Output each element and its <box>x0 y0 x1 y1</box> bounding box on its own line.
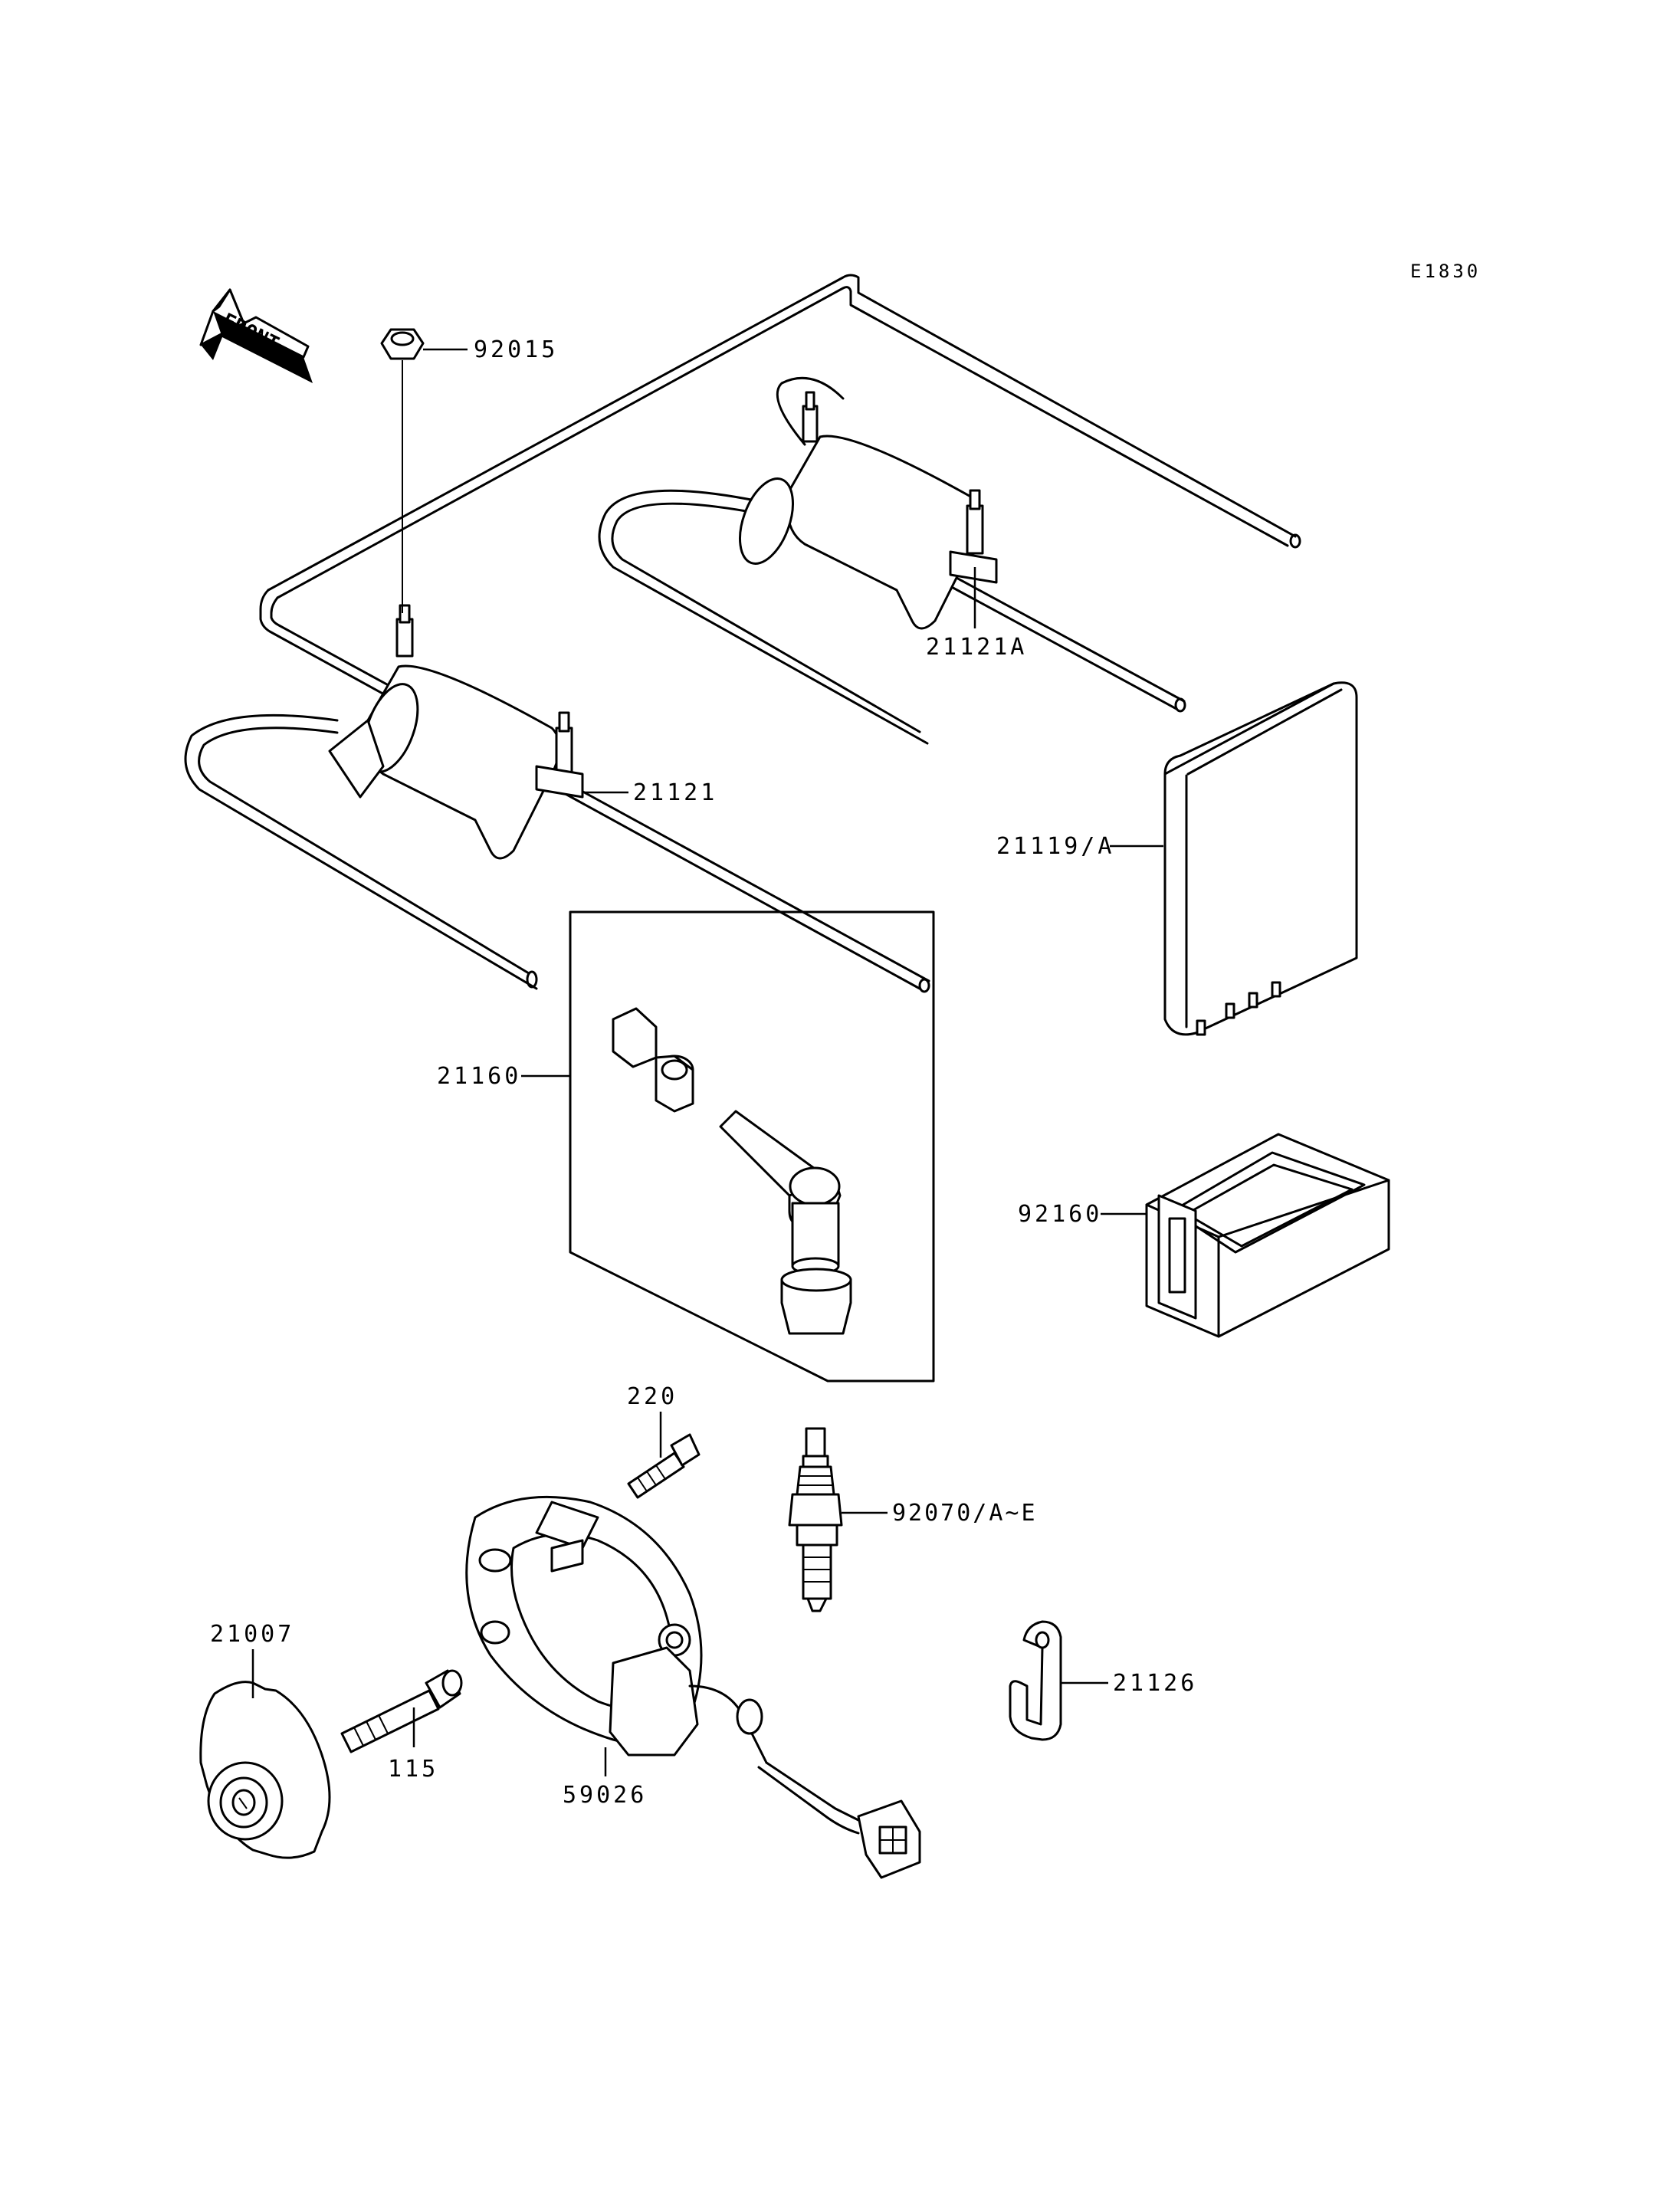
label-92070: 92070/A~E <box>892 1500 1038 1527</box>
nut-92015 <box>380 328 425 613</box>
case-92160 <box>1145 1133 1390 1338</box>
label-92160: 92160 <box>1018 1201 1102 1228</box>
wire-harness <box>259 274 1301 993</box>
front-arrow-icon <box>199 288 313 383</box>
spark-plug-92070 <box>788 1427 843 1612</box>
label-21160: 21160 <box>437 1063 521 1090</box>
kit-box-21160 <box>569 910 935 1383</box>
bolt-115 <box>340 1669 463 1753</box>
ignition-coil-front <box>184 604 584 990</box>
igniter-21119 <box>1163 681 1358 1036</box>
label-21121A: 21121A <box>926 634 1027 661</box>
label-92015: 92015 <box>474 336 558 363</box>
label-220: 220 <box>627 1383 678 1410</box>
diagram-code: E1830 <box>1410 261 1481 282</box>
pickup-coil-59026 <box>465 1495 921 1879</box>
label-21119A: 21119/A <box>996 833 1114 860</box>
label-21007: 21007 <box>210 1621 294 1648</box>
bolt-220 <box>627 1433 701 1499</box>
label-21126: 21126 <box>1113 1670 1197 1697</box>
timing-rotor-21007 <box>199 1681 331 1859</box>
clamp-21126 <box>1009 1620 1062 1741</box>
label-59026: 59026 <box>563 1782 647 1809</box>
ignition-coil-rear <box>598 376 998 745</box>
label-115: 115 <box>388 1756 438 1783</box>
label-21121: 21121 <box>633 779 717 806</box>
